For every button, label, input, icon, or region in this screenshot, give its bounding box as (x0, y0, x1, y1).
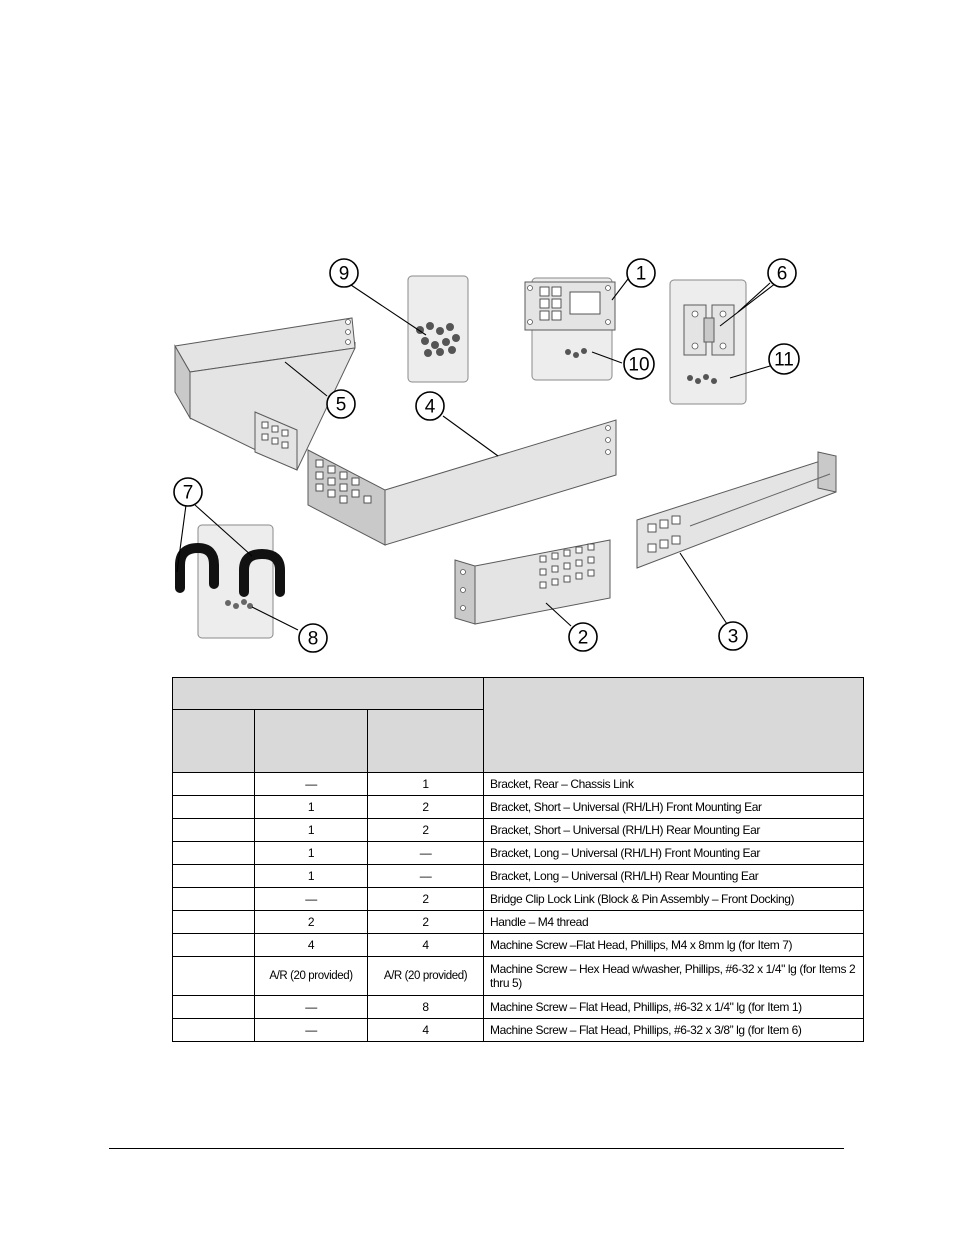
cell-qty-1: — (254, 772, 368, 796)
footer-rule (109, 1148, 844, 1149)
table-header-row (171, 677, 865, 773)
table-row: 1—Bracket, Long – Universal (RH/LH) Rear… (172, 864, 865, 888)
cell-qty-2: A/R (20 provided) (366, 956, 485, 996)
cell-item (172, 841, 255, 865)
cell-qty-1: — (254, 995, 368, 1019)
svg-text:7: 7 (183, 483, 194, 504)
item-3-long-bracket (636, 451, 837, 569)
table-row: A/R (20 provided)A/R (20 provided)Machin… (172, 956, 865, 996)
svg-text:6: 6 (777, 264, 788, 285)
cell-description: Bracket, Short – Universal (RH/LH) Front… (483, 795, 865, 819)
svg-text:1: 1 (636, 264, 647, 285)
cell-qty-1: 4 (254, 933, 368, 957)
cell-description: Machine Screw –Flat Head, Phillips, M4 x… (483, 933, 865, 957)
cell-qty-2: 2 (366, 795, 485, 819)
cell-item (172, 910, 255, 934)
cell-qty-2: 8 (366, 995, 485, 1019)
svg-text:5: 5 (336, 395, 347, 416)
cell-qty-1: 1 (254, 864, 368, 888)
header-quantity-group (171, 677, 485, 710)
cell-qty-1: 1 (254, 818, 368, 842)
cell-item (172, 956, 255, 996)
item-6-bridge-clip-bag (669, 279, 747, 405)
table-row: 1—Bracket, Long – Universal (RH/LH) Fron… (172, 841, 865, 865)
svg-text:4: 4 (425, 397, 436, 418)
svg-text:9: 9 (339, 264, 350, 285)
cell-description: Bracket, Long – Universal (RH/LH) Front … (483, 841, 865, 865)
item-4-long-bracket (307, 419, 617, 546)
cell-item (172, 933, 255, 957)
cell-description: Machine Screw – Flat Head, Phillips, #6-… (483, 995, 865, 1019)
callout-10: 10 (623, 348, 655, 380)
callout-4: 4 (415, 391, 445, 421)
cell-qty-2: 4 (366, 933, 485, 957)
svg-text:3: 3 (728, 627, 739, 648)
callout-1: 1 (626, 258, 656, 288)
header-col-3 (366, 709, 485, 773)
svg-text:10: 10 (628, 355, 649, 376)
cell-qty-2: 4 (366, 1018, 485, 1042)
cell-description: Bracket, Short – Universal (RH/LH) Rear … (483, 818, 865, 842)
cell-description: Bridge Clip Lock Link (Block & Pin Assem… (483, 887, 865, 911)
svg-text:11: 11 (774, 350, 794, 371)
header-col-2 (254, 709, 368, 773)
callout-6: 6 (767, 258, 797, 288)
cell-item (172, 995, 255, 1019)
callout-8: 8 (298, 623, 328, 653)
cell-qty-2: 2 (366, 910, 485, 934)
cell-qty-1: — (254, 1018, 368, 1042)
cell-qty-1: 2 (254, 910, 368, 934)
item-9-screw-bag (407, 275, 469, 383)
parts-illustration: 9 1 6 10 11 5 4 7 8 2 3 (173, 258, 837, 653)
cell-qty-1: 1 (254, 795, 368, 819)
cell-description: Machine Screw – Flat Head, Phillips, #6-… (483, 1018, 865, 1042)
header-description (483, 677, 865, 773)
cell-item (172, 1018, 255, 1042)
cell-qty-2: 1 (366, 772, 485, 796)
callout-7: 7 (173, 477, 203, 507)
item-1-rear-bracket (524, 277, 616, 381)
header-col-1 (172, 709, 255, 773)
table-subheader-row (172, 709, 864, 773)
cell-description: Handle – M4 thread (483, 910, 865, 934)
cell-qty-1: A/R (20 provided) (254, 956, 368, 996)
svg-text:2: 2 (578, 628, 589, 649)
cell-qty-1: — (254, 887, 368, 911)
cell-qty-1: 1 (254, 841, 368, 865)
cell-qty-2: 2 (366, 887, 485, 911)
item-7-handles-bag (175, 524, 285, 639)
callout-11: 11 (768, 343, 800, 375)
cell-qty-2: — (366, 841, 485, 865)
cell-description: Machine Screw – Hex Head w/washer, Phill… (483, 956, 865, 996)
item-2-short-bracket (454, 539, 611, 625)
cell-qty-2: — (366, 864, 485, 888)
cell-item (172, 887, 255, 911)
svg-text:8: 8 (308, 629, 319, 650)
callout-3: 3 (718, 621, 748, 651)
cell-description: Bracket, Long – Universal (RH/LH) Rear M… (483, 864, 865, 888)
callout-9: 9 (329, 258, 359, 288)
leader-lines (176, 278, 777, 631)
cell-description: Bracket, Rear – Chassis Link (483, 772, 865, 796)
cell-item (172, 818, 255, 842)
cell-qty-2: 2 (366, 818, 485, 842)
callout-5: 5 (326, 389, 356, 419)
cell-item (172, 864, 255, 888)
cell-item (172, 772, 255, 796)
callout-2: 2 (568, 622, 598, 652)
item-5-long-bracket (174, 317, 356, 471)
cell-item (172, 795, 255, 819)
